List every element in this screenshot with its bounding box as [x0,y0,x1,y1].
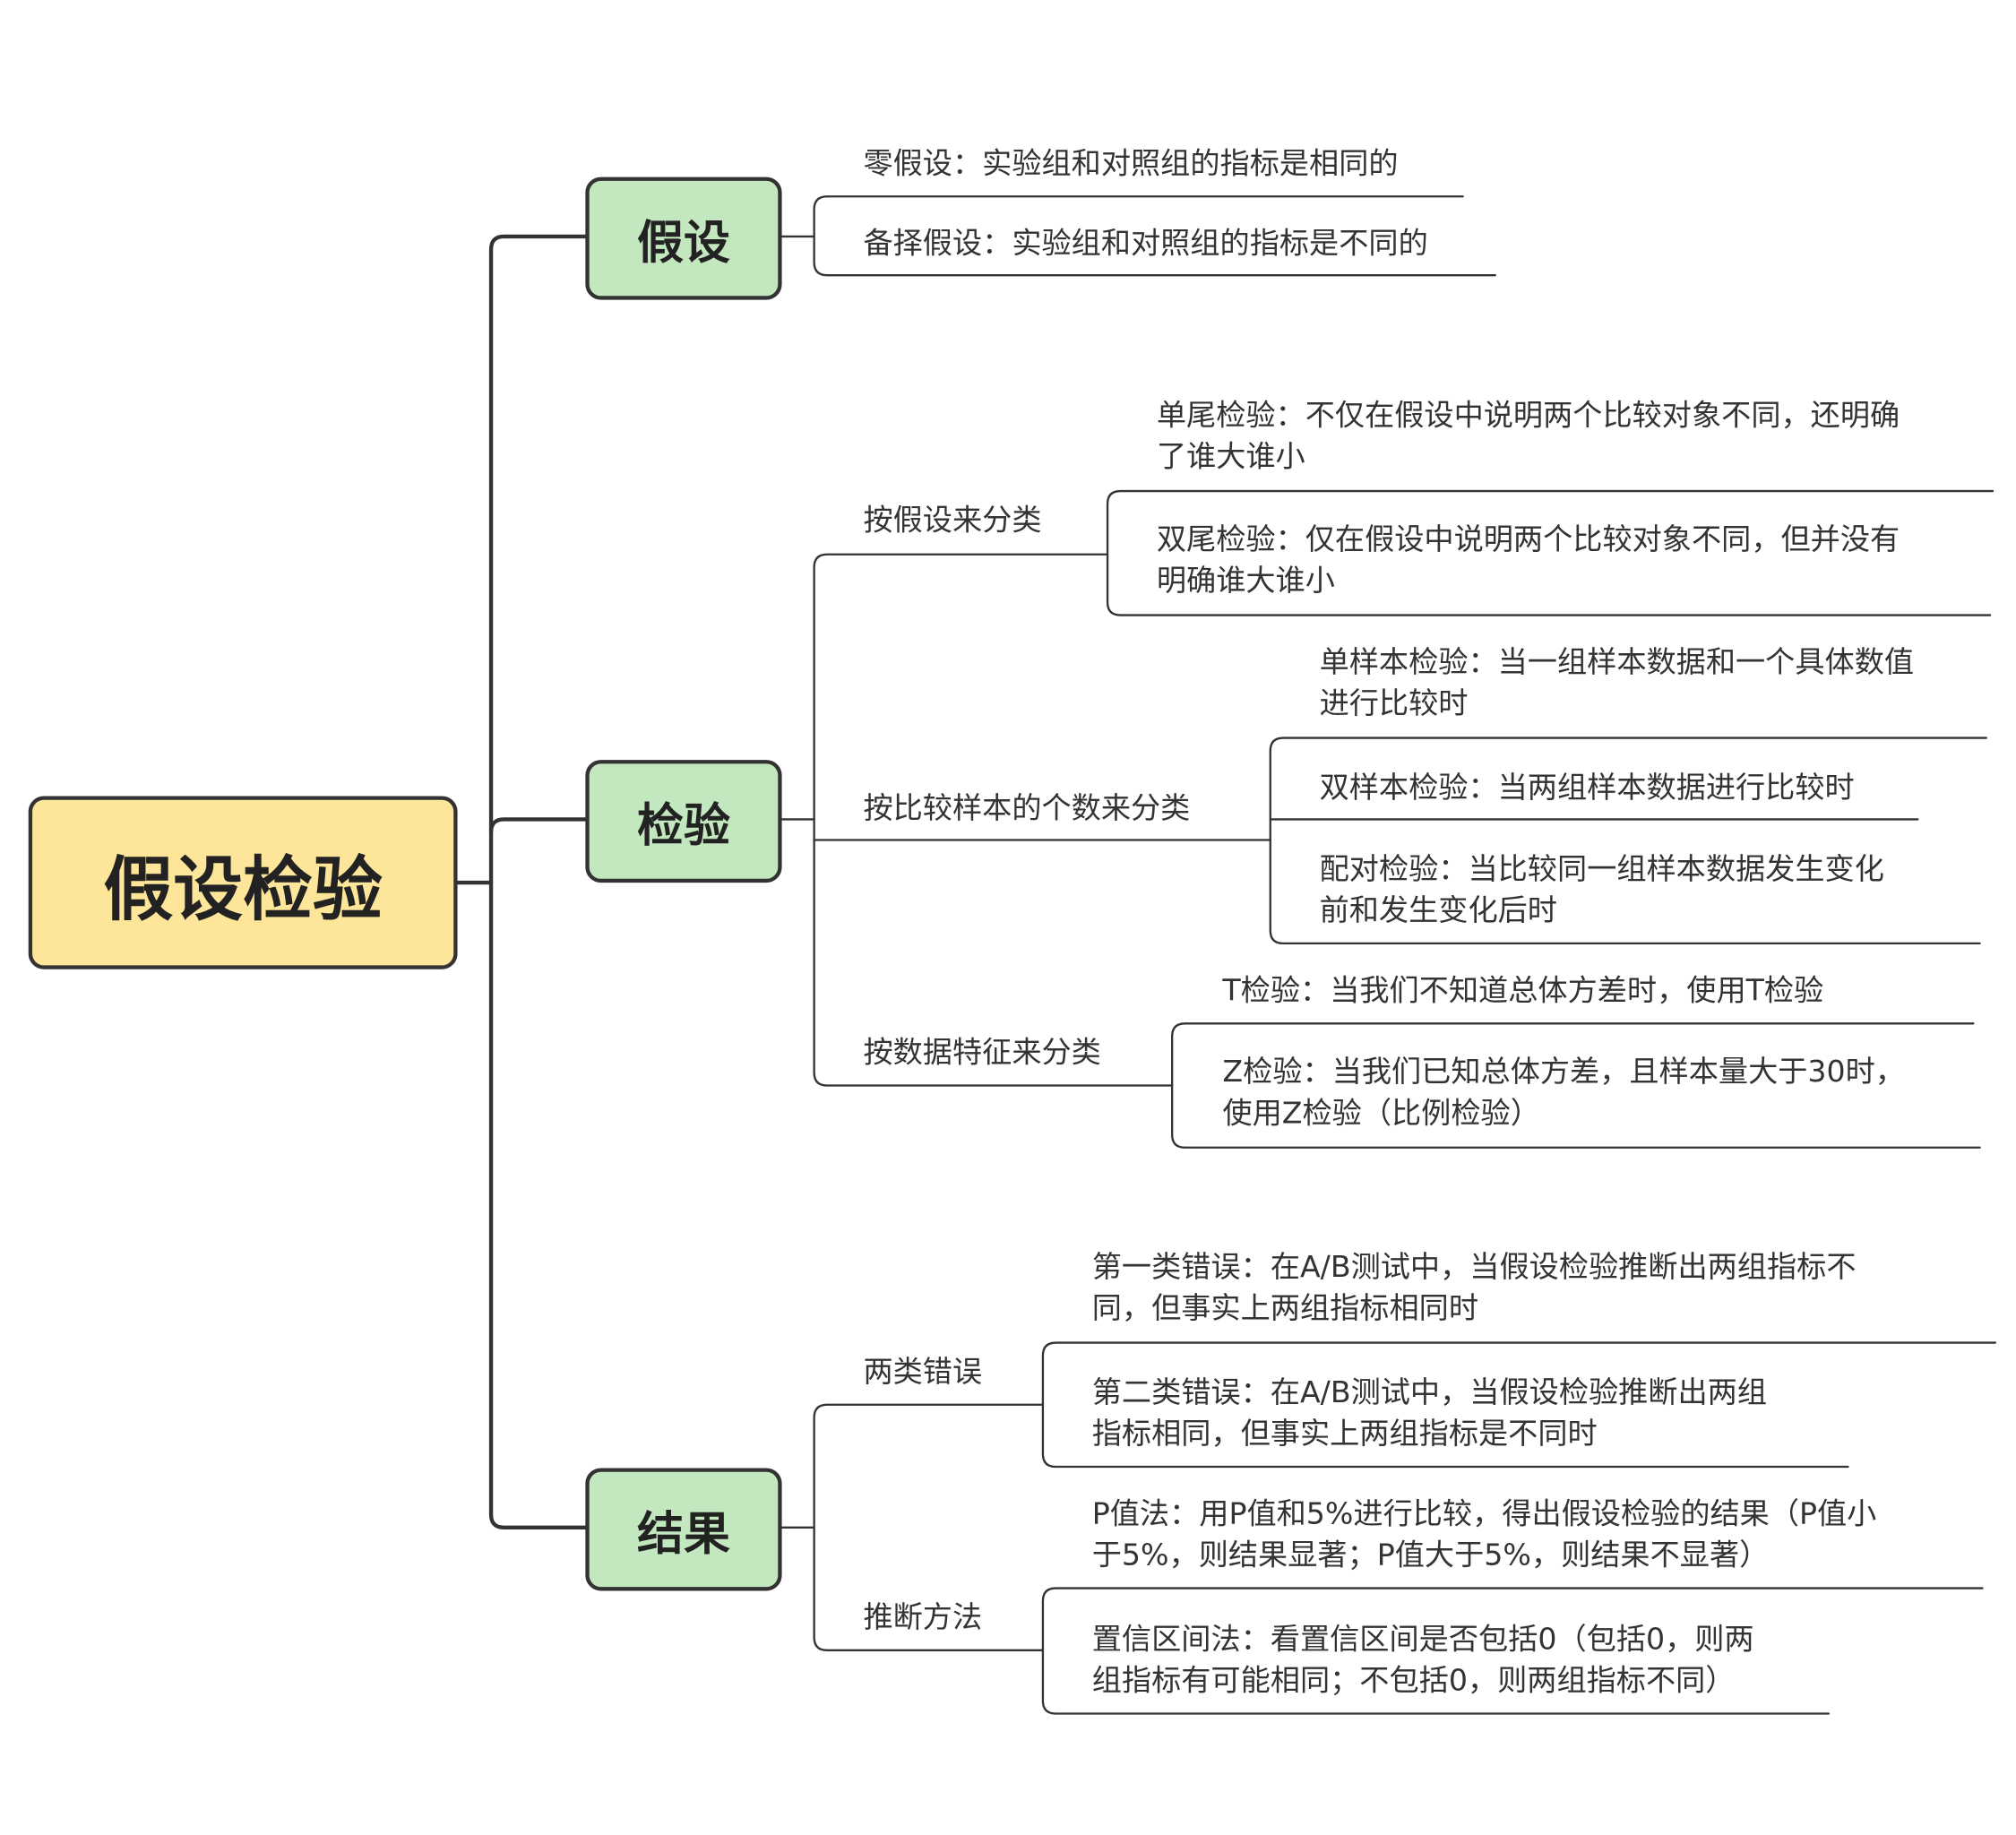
group-by-data-feature[interactable]: 按数据特征来分类 [863,1036,1101,1071]
branch-connectors [780,195,1997,1715]
text-line: 于5%，则结果显著；P值大于5%，则结果不显著） [1091,1538,1770,1573]
group-by-sample-count[interactable]: 按比较样本的个数来分类 [863,792,1191,826]
text-line: 指标相同，但事实上两组指标是不同时 [1091,1417,1598,1452]
one-tailed-test[interactable]: 单尾检验：不仅在假设中说明两个比较对象不同，还明确了谁大谁小 [1157,395,1900,478]
topic-result[interactable]: 结果 [585,1468,782,1591]
root-topic[interactable]: 假设检验 [28,796,458,969]
text-line: 同，但事实上两组指标相同时 [1091,1292,1478,1326]
topic-hypothesis[interactable]: 假设 [585,177,782,300]
text-line: 单样本检验：当一组样本数据和一个具体数值 [1319,646,1915,680]
text-line: 第一类错误：在A/B测试中，当假设检验推断出两组指标不 [1091,1251,1857,1285]
text-line: Z检验：当我们已知总体方差，且样本量大于30时， [1222,1055,1905,1090]
text-line: 双尾检验：仅在假设中说明两个比较对象不同，但并没有 [1156,523,1900,557]
z-test[interactable]: Z检验：当我们已知总体方差，且样本量大于30时， 使用Z检验（比例检验） [1222,1052,1905,1134]
text-line: 第二类错误：在A/B测试中，当假设检验推断出两组 [1091,1376,1768,1410]
text-line: 组指标有可能相同；不包括0，则两组指标不同） [1091,1664,1736,1699]
p-value-method[interactable]: P值法：用P值和5%进行比较，得出假设检验的结果（P值小于5%，则结果显著；P值… [1092,1494,1877,1576]
group-two-error-types[interactable]: 两类错误 [863,1355,983,1390]
group-inference-methods[interactable]: 推断方法 [863,1601,983,1635]
alternative-hypothesis[interactable]: 备择假设：实验组和对照组的指标是不同的 [863,224,1427,265]
one-sample-test[interactable]: 单样本检验：当一组样本数据和一个具体数值进行比较时 [1320,642,1914,725]
text-line: 进行比较时 [1319,687,1469,721]
text-line: 备择假设：实验组和对照组的指标是不同的 [863,227,1428,262]
type-two-error[interactable]: 第二类错误：在A/B测试中，当假设检验推断出两组指标相同，但事实上两组指标是不同… [1092,1373,1767,1455]
group-by-hypothesis[interactable]: 按假设来分类 [863,504,1042,538]
confidence-interval-method[interactable]: 置信区间法：看置信区间是否包括0（包括0，则两组指标有可能相同；不包括0，则两组… [1092,1619,1754,1701]
type-one-error[interactable]: 第一类错误：在A/B测试中，当假设检验推断出两组指标不同，但事实上两组指标相同时 [1092,1247,1857,1330]
topic-test[interactable]: 检验 [585,760,782,883]
text-line: 双样本检验：当两组样本数据进行比较时 [1319,771,1855,806]
trunk-connectors [455,234,588,1529]
text-line: P值法：用P值和5%进行比较，得出假设检验的结果（P值小 [1091,1497,1877,1532]
text-line: T检验：当我们不知道总体方差时，使用T检验 [1222,974,1824,1008]
text-line: 配对检验：当比较同一组样本数据发生变化 [1319,852,1884,887]
text-line: 单尾检验：不仅在假设中说明两个比较对象不同，还明确 [1156,399,1900,434]
text-line: 前和发生变化后时 [1319,894,1557,928]
text-line: 了谁大谁小 [1156,440,1305,475]
text-line: 置信区间法：看置信区间是否包括0（包括0，则两 [1091,1623,1754,1658]
text-line: 使用Z检验（比例检验） [1222,1097,1540,1132]
two-tailed-test[interactable]: 双尾检验：仅在假设中说明两个比较对象不同，但并没有明确谁大谁小 [1157,520,1900,602]
text-line: 明确谁大谁小 [1156,564,1335,599]
paired-test[interactable]: 配对检验：当比较同一组样本数据发生变化前和发生变化后时 [1320,849,1884,932]
t-test[interactable]: T检验：当我们不知道总体方差时，使用T检验 [1222,970,1823,1012]
two-sample-test[interactable]: 双样本检验：当两组样本数据进行比较时 [1320,768,1855,809]
text-line: 零假设：实验组和对照组的指标是相同的 [863,147,1399,181]
null-hypothesis[interactable]: 零假设：实验组和对照组的指标是相同的 [863,143,1398,185]
